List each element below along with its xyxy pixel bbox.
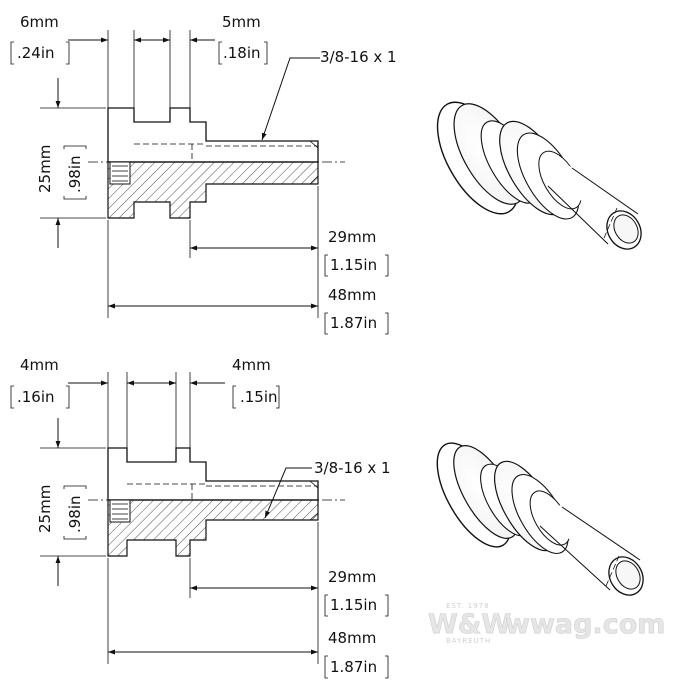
watermark-est: EST. 1978: [446, 602, 490, 610]
top-section-view: [40, 30, 345, 318]
bottom-flange-mm-label: 4mm: [20, 356, 59, 374]
bottom-diameter-mm-label: 25mm: [36, 485, 54, 533]
bottom-thread-callout: 3/8-16 x 1: [314, 459, 391, 477]
watermark-brand: W&W: [428, 609, 511, 640]
top-overall-mm-label: 48mm: [328, 286, 376, 304]
top-groove-in-label: .18in: [223, 44, 261, 62]
top-thread-length-mm-label: 29mm: [328, 228, 376, 246]
watermark-site: wwag.com: [505, 609, 665, 640]
bottom-section-view: [40, 372, 345, 664]
top-flange-in-label: .24in: [17, 44, 55, 62]
bottom-product-render: [436, 442, 644, 596]
bottom-thread-length-in-label: 1.15in: [330, 596, 377, 614]
bottom-diameter-in-label: .98in: [66, 495, 84, 533]
top-thread-callout: 3/8-16 x 1: [320, 48, 397, 66]
top-overall-in-label: 1.87in: [330, 314, 377, 332]
top-flange-mm-label: 6mm: [20, 13, 59, 31]
bottom-groove-mm-label: 4mm: [232, 356, 271, 374]
bottom-thread-length-mm-label: 29mm: [328, 568, 376, 586]
bottom-flange-in-label: .16in: [17, 388, 55, 406]
watermark-city: BAYREUTH: [446, 637, 491, 645]
top-diameter-mm-label: 25mm: [36, 145, 54, 193]
bottom-overall-in-label: 1.87in: [330, 658, 377, 676]
watermark-logo: EST. 1978 W&W BAYREUTH wwag.com: [428, 602, 666, 645]
top-product-render: [436, 101, 642, 250]
bottom-overall-mm-label: 48mm: [328, 629, 376, 647]
top-thread-length-in-label: 1.15in: [330, 256, 377, 274]
top-diameter-in-label: .98in: [66, 155, 84, 193]
top-groove-mm-label: 5mm: [222, 13, 261, 31]
bottom-groove-in-label: .15in: [240, 388, 278, 406]
